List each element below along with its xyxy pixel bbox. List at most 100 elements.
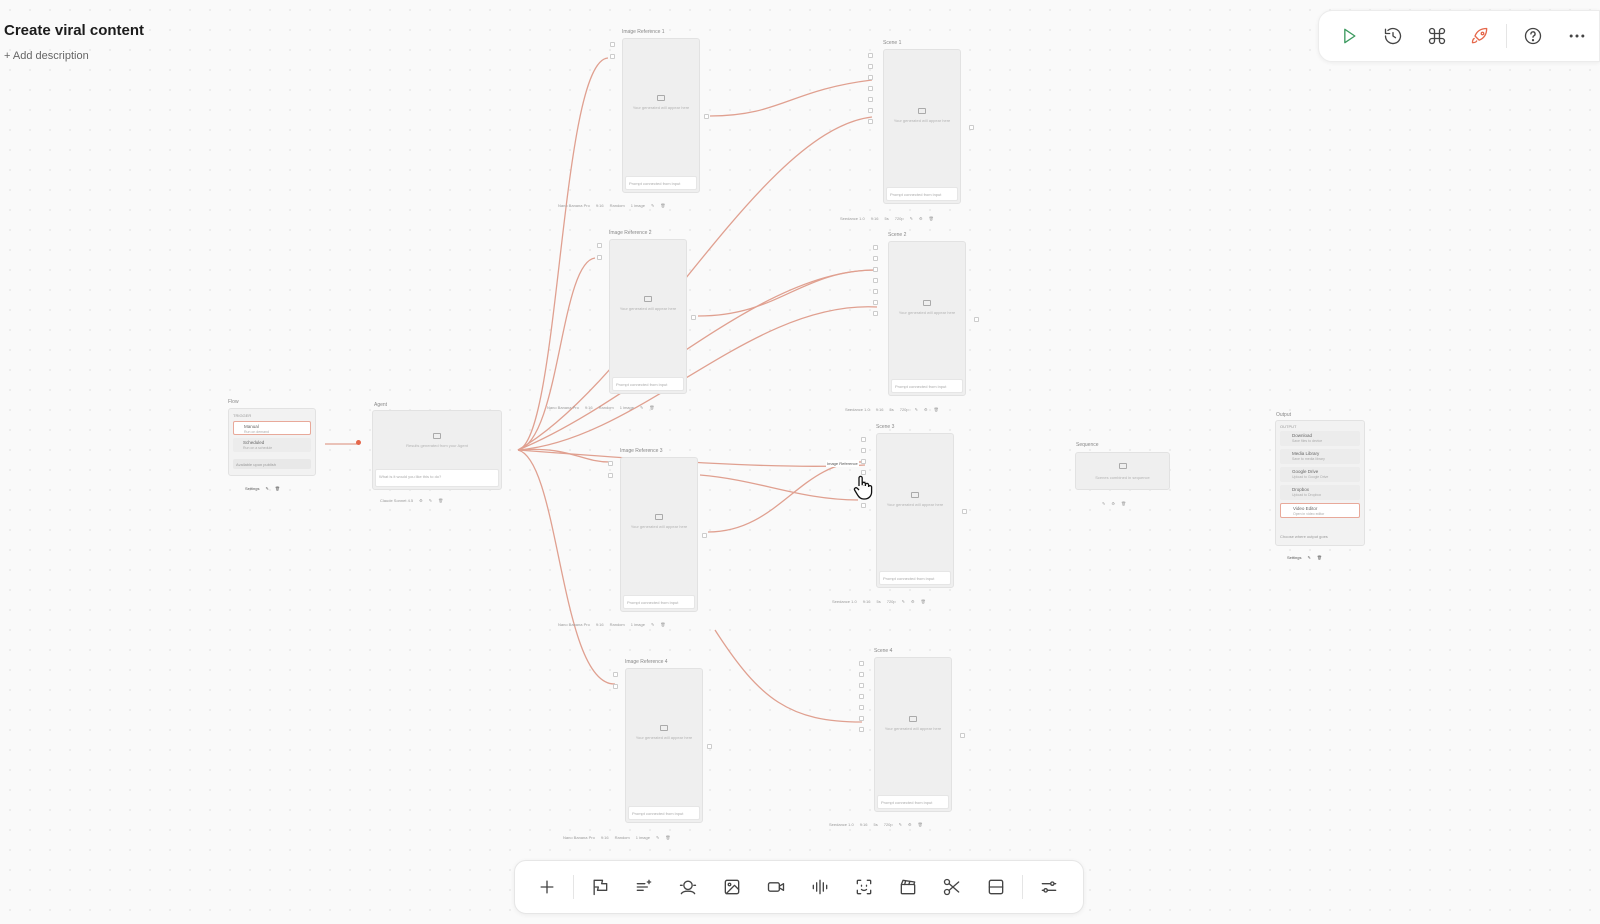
input-port[interactable] <box>868 119 873 124</box>
count-select[interactable]: 1 image <box>635 834 650 840</box>
more-button[interactable] <box>1555 16 1599 56</box>
trigger-button[interactable] <box>578 867 622 907</box>
input-port[interactable] <box>868 97 873 102</box>
image-ref-toolbar[interactable]: Nano Banana Pro 9:16 Random 1 image ✎ 🗑 <box>558 201 665 209</box>
model-select[interactable]: Seedance 1.0 <box>840 215 865 221</box>
input-port[interactable] <box>873 245 878 250</box>
edit-icon[interactable]: ✎ <box>265 485 269 491</box>
input-port[interactable] <box>859 661 864 666</box>
input-port[interactable] <box>873 267 878 272</box>
input-port[interactable] <box>861 437 866 442</box>
output-option[interactable]: Google Drive Upload to Google Drive <box>1280 467 1360 482</box>
ratio-select[interactable]: 9:16 <box>870 215 879 221</box>
add-node-button[interactable] <box>525 867 569 907</box>
image-button[interactable] <box>710 867 754 907</box>
image-ref-node[interactable]: Your generated will appear here Prompt c… <box>622 38 700 193</box>
seed-select[interactable]: Random <box>609 621 625 627</box>
model-select[interactable]: Seedance 1.0 <box>832 598 857 604</box>
flow-output-port[interactable] <box>356 440 361 445</box>
resolution-select[interactable]: 720p <box>883 821 893 827</box>
image-prompt-input[interactable]: Prompt connected from input <box>628 806 700 820</box>
input-port[interactable] <box>861 448 866 453</box>
delete-icon[interactable]: 🗑 <box>933 406 939 412</box>
output-port[interactable] <box>969 125 974 130</box>
ratio-select[interactable]: 9:16 <box>862 598 871 604</box>
run-button[interactable] <box>1327 16 1371 56</box>
input-port[interactable] <box>610 54 615 59</box>
edit-icon[interactable]: ✎ <box>639 404 644 410</box>
count-select[interactable]: 1 image <box>630 202 645 208</box>
input-port[interactable] <box>873 311 878 316</box>
image-prompt-input[interactable]: Prompt connected from input <box>625 176 697 190</box>
output-option[interactable]: Media Library Save to media library <box>1280 449 1360 464</box>
input-port[interactable] <box>608 473 613 478</box>
duration-select[interactable]: 5s <box>889 406 894 412</box>
scene-toolbar[interactable]: Seedance 1.0 9:16 5s 720p ✎ ⚙ 🗑 <box>829 820 923 828</box>
input-port[interactable] <box>873 278 878 283</box>
delete-icon[interactable]: 🗑 <box>649 404 655 410</box>
face-scan-button[interactable] <box>842 867 886 907</box>
image-ref-toolbar[interactable]: Nano Banana Pro 9:16 Random 1 image ✎ 🗑 <box>563 833 670 841</box>
agent-toolbar[interactable]: Claude Sonnet 4.5⚙✎🗑 <box>380 496 443 504</box>
scene-node[interactable]: Your generated will appear here Prompt c… <box>883 49 961 204</box>
ratio-select[interactable]: 9:16 <box>584 404 593 410</box>
ratio-select[interactable]: 9:16 <box>600 834 609 840</box>
edit-icon[interactable]: ✎ <box>901 598 905 604</box>
input-port[interactable] <box>868 75 873 80</box>
agent-prompt-input[interactable]: What is it would you like this to do? <box>375 469 499 487</box>
resolution-select[interactable]: 720p <box>899 406 909 412</box>
seed-select[interactable]: Random <box>614 834 630 840</box>
delete-icon[interactable]: 🗑 <box>665 834 671 840</box>
scene-toolbar[interactable]: Seedance 1.0 9:16 5s 720p ✎ ⚙ 🗑 <box>832 597 926 605</box>
clip-button[interactable] <box>886 867 930 907</box>
edit-icon[interactable]: ✎ <box>650 202 655 208</box>
edit-icon[interactable]: ✎ <box>655 834 660 840</box>
model-select[interactable]: Nano Banana Pro <box>547 404 579 410</box>
delete-icon[interactable]: 🗑 <box>1120 500 1127 506</box>
model-select[interactable]: Nano Banana Pro <box>563 834 595 840</box>
input-port[interactable] <box>859 683 864 688</box>
settings-icon[interactable]: ⚙ <box>419 497 423 503</box>
scene-toolbar[interactable]: Seedance 1.0 9:16 5s 720p ✎ ⚙ 🗑 <box>845 405 939 413</box>
scene-node[interactable]: Your generated will appear here Prompt c… <box>874 657 952 812</box>
delete-icon[interactable]: 🗑 <box>274 485 280 491</box>
sequence-toolbar[interactable]: ✎⚙🗑 <box>1102 499 1126 507</box>
input-port[interactable] <box>859 716 864 721</box>
output-option[interactable]: Dropbox Upload to Dropbox <box>1280 485 1360 500</box>
edit-icon[interactable]: ✎ <box>1307 554 1311 560</box>
output-port[interactable] <box>960 733 965 738</box>
delete-icon[interactable]: 🗑 <box>438 497 444 503</box>
layout-button[interactable] <box>974 867 1018 907</box>
edit-icon[interactable]: ✎ <box>428 497 433 503</box>
flow-settings-bar[interactable]: Settings✎🗑 <box>245 484 280 492</box>
resolution-select[interactable]: 720p <box>886 598 896 604</box>
history-button[interactable] <box>1371 16 1415 56</box>
image-ref-node[interactable]: Your generated will appear here Prompt c… <box>625 668 703 823</box>
agent-node[interactable]: Results generated from your Agent What i… <box>372 410 502 490</box>
text-gen-button[interactable] <box>622 867 666 907</box>
edit-icon[interactable]: ✎ <box>909 215 913 221</box>
input-port[interactable] <box>859 727 864 732</box>
input-port[interactable] <box>873 300 878 305</box>
add-description-link[interactable]: + Add description <box>4 50 89 62</box>
duration-select[interactable]: 5s <box>876 598 881 604</box>
ratio-select[interactable]: 9:16 <box>595 202 604 208</box>
count-select[interactable]: 1 image <box>619 404 634 410</box>
input-port[interactable] <box>873 256 878 261</box>
ratio-select[interactable]: 9:16 <box>875 406 884 412</box>
input-port[interactable] <box>873 289 878 294</box>
output-port[interactable] <box>962 509 967 514</box>
delete-icon[interactable]: 🗑 <box>660 202 666 208</box>
agent-button[interactable] <box>666 867 710 907</box>
shortcuts-button[interactable] <box>1415 16 1459 56</box>
delete-icon[interactable]: 🗑 <box>660 621 666 627</box>
input-port[interactable] <box>613 684 618 689</box>
settings-icon[interactable]: ⚙ <box>918 215 923 221</box>
duration-select[interactable]: 5s <box>873 821 878 827</box>
ratio-select[interactable]: 9:16 <box>859 821 868 827</box>
settings-icon[interactable]: ⚙ <box>923 406 928 412</box>
